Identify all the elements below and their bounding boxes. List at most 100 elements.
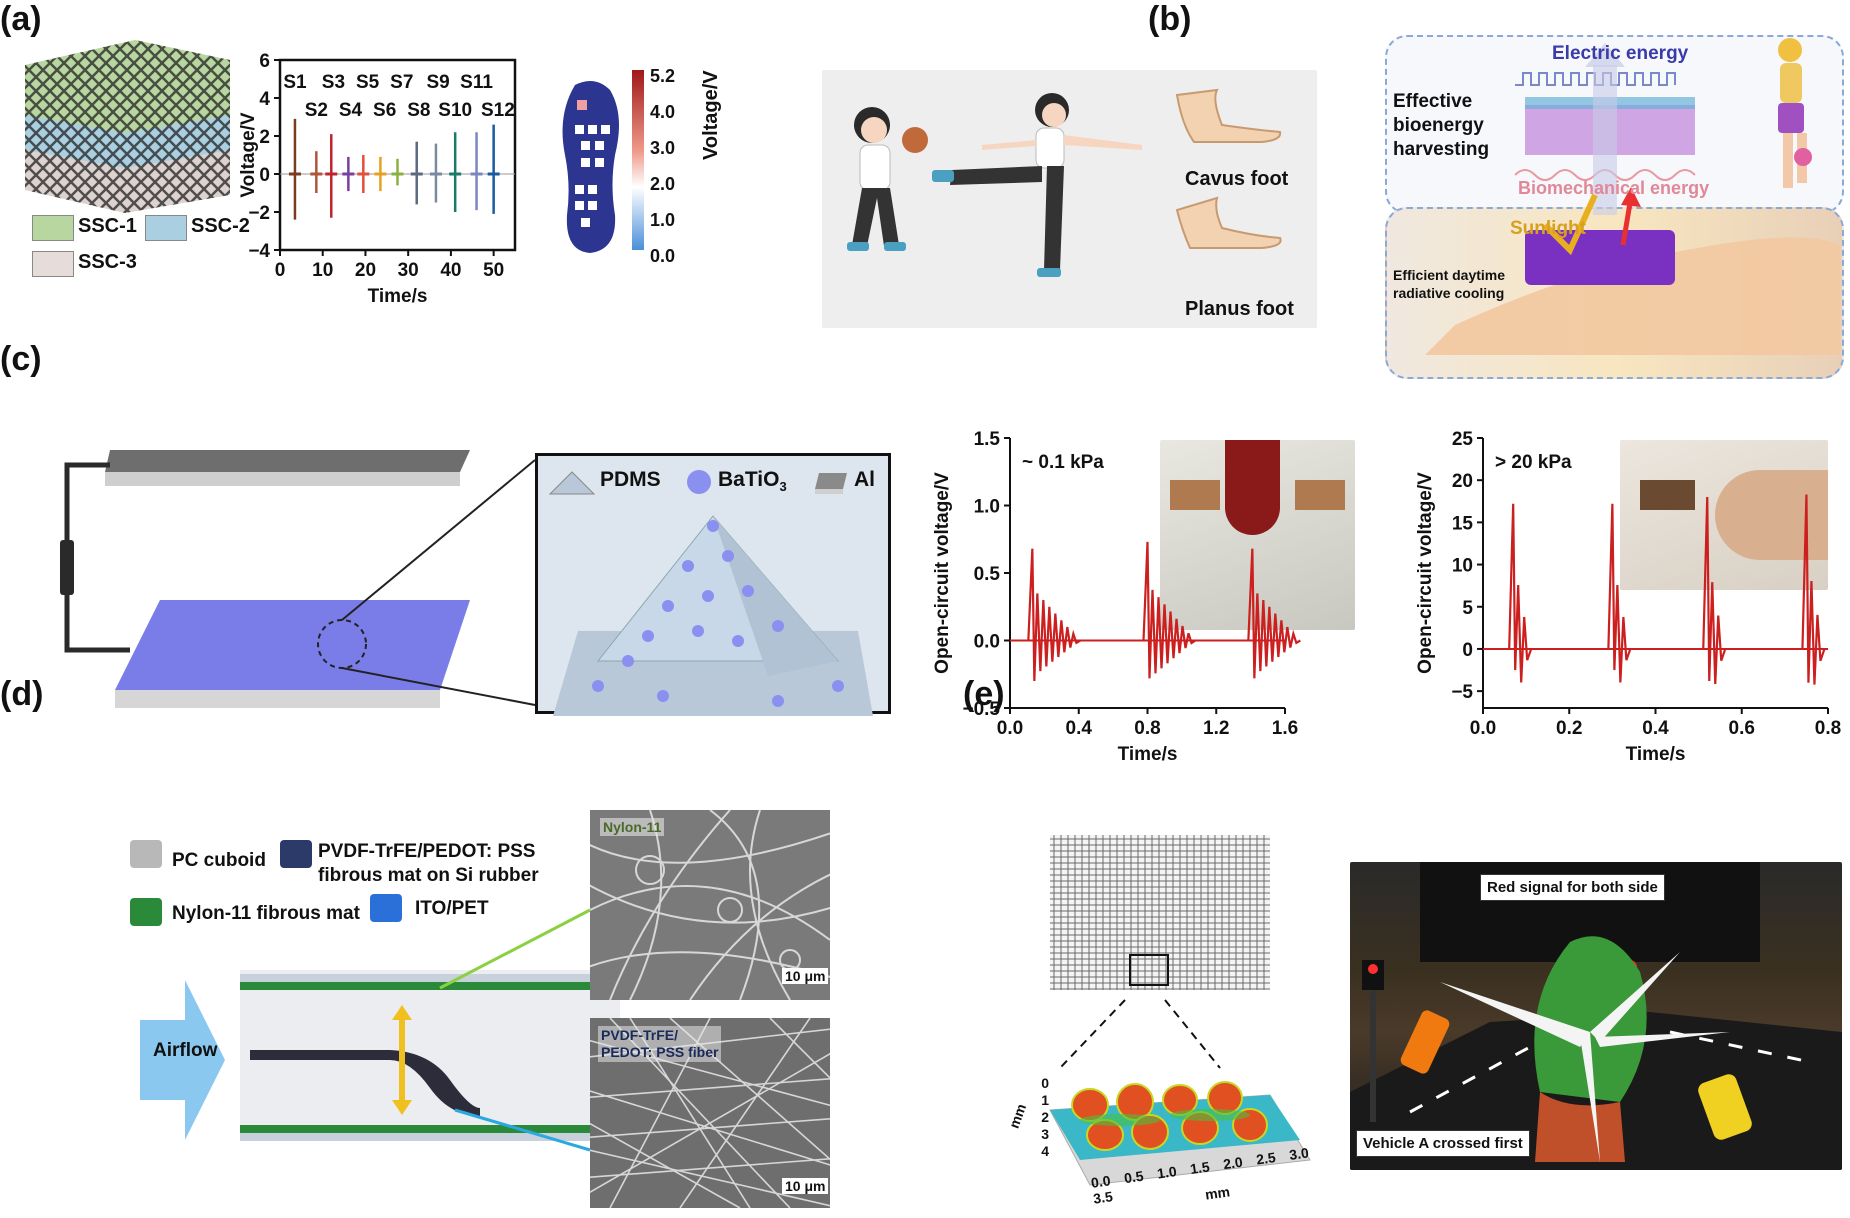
voltage-pulse [1607,503,1632,683]
insole-illustration [562,81,619,253]
lattice-cube-illustration [25,40,230,213]
high-pressure-photo [1620,440,1828,590]
plot-frame [278,58,517,252]
y-tick-label: 0.5 [974,564,1001,585]
sensor-label-s2: S2 [305,100,328,121]
x-axis-label: Time/s [1118,744,1178,765]
radiative-cooling-label: Efficient daytime radiative cooling [1393,267,1506,301]
nylon-sem-label: Nylon-11 [600,818,665,836]
al-label: Al [854,468,875,491]
y-tick-label: 10 [1452,556,1473,577]
y-tick-label: 1.5 [974,429,1001,450]
teng-device-schematic [60,450,536,708]
y-tick-label: 0.0 [974,632,1000,653]
y-tick-label: 4 [259,89,270,110]
y-tick-label: 15 [1452,513,1474,534]
surface-3d-plot [1049,999,1311,1186]
pc-cuboid-swatch [130,840,162,868]
sensor-label-s5: S5 [356,72,380,93]
pvdf-label: PVDF-TrFE/PEDOT: PSS fibrous mat on Si r… [318,841,539,886]
x-tick-label: 0 [275,260,286,281]
surface-x-axis-label: mm [1204,1183,1231,1203]
ssc3-swatch [32,251,74,277]
x-axis-label: Time/s [368,286,428,307]
x-tick-label: 0.2 [1556,718,1582,739]
pvdf-swatch [280,840,312,868]
y-tick-label: 5 [1462,598,1473,619]
y-tick-label: 1.0 [974,497,1000,518]
y-tick-label: −4 [248,241,270,262]
x-tick-label: 1.2 [1203,718,1229,739]
y-tick-label: −0.5 [962,699,1000,720]
mesh-grid-image [1050,835,1270,990]
surface-y-ticks: 0 1 2 3 4 [1041,1075,1049,1159]
x-tick-label: 20 [355,260,376,281]
ssc2-swatch [145,215,187,241]
y-tick-label: 20 [1452,471,1473,492]
voltage-pulse [1247,548,1301,679]
x-tick-label: 0.8 [1134,718,1160,739]
x-tick-label: 0.0 [1470,718,1496,739]
colorbar-label: Voltage/V [700,70,722,160]
y-tick-label: −2 [248,203,270,224]
pvdf-sem-label: PVDF-TrFE/ PEDOT: PSS fiber [598,1026,722,1062]
x-tick-label: 30 [398,260,419,281]
vehicle-crossed-caption: Vehicle A crossed first [1356,1130,1530,1157]
x-tick-label: 0.4 [1066,718,1093,739]
energy-diagram [1425,38,1840,355]
y-tick-label: 0 [259,165,270,186]
pyramid-zoom-box: PDMS BaTiO3 Al [535,453,891,716]
x-tick-label: 0.6 [1729,718,1755,739]
sensor-label-s7: S7 [390,72,413,93]
sensor-label-s11: S11 [460,72,493,93]
y-tick-label: 2 [259,127,270,148]
panel-label-c: (c) [0,340,42,378]
ssc1-swatch [32,215,74,241]
voltage-pulse [1702,497,1727,685]
sensor-label-s12: S12 [481,100,515,121]
x-axis-label: Time/s [1626,744,1686,765]
panel-label-e: (e) [963,675,1005,713]
y-axis-label: Voltage/V [238,112,259,197]
sensor-label-s4: S4 [339,100,363,121]
y-axis-label: Open-circuit voltage/V [932,472,953,674]
y-tick-label: 0 [1462,640,1473,661]
ssc1-label: SSC-1 [78,215,137,237]
panel-label-d: (d) [0,675,44,713]
sensor-label-s8: S8 [407,100,430,121]
ssc2-label: SSC-2 [191,215,250,237]
ito-label: ITO/PET [415,898,489,919]
sensor-label-s3: S3 [322,72,345,93]
biomechanical-energy-label: Biomechanical energy [1518,178,1710,198]
athlete-feet-illustration: Cavus foot Planus foot [822,70,1317,328]
pc-cuboid-label: PC cuboid [172,850,266,871]
traffic-scene-photo: Red signal for both side Vehicle A cross… [1350,862,1842,1170]
x-tick-label: 0.8 [1815,718,1841,739]
y-axis-label: Open-circuit voltage/V [1415,472,1436,674]
ito-swatch [370,894,402,922]
panel-label-b: (b) [1148,0,1192,38]
x-tick-label: 0.4 [1642,718,1669,739]
voltage-pulse [1142,541,1197,679]
colorbar [632,70,644,250]
planus-foot-label: Planus foot [1185,298,1294,320]
x-tick-label: 0.0 [997,718,1023,739]
batio3-label: BaTiO3 [718,468,787,495]
x-tick-label: 10 [312,260,333,281]
voltage-pulse [1801,494,1826,685]
pressure-annotation: > 20 kPa [1495,452,1572,473]
y-tick-label: −5 [1451,682,1473,703]
pressure-annotation: ~ 0.1 kPa [1022,452,1104,473]
airflow-label: Airflow [153,1040,218,1061]
voltage-pulse [1027,548,1081,682]
ssc3-label: SSC-3 [78,251,137,273]
electric-energy-label: Electric energy [1552,43,1689,64]
cavus-foot-label: Cavus foot [1185,168,1289,190]
y-tick-label: 6 [259,51,270,72]
sunlight-label: Sunlight [1510,218,1586,239]
voltage-pulse [1508,503,1533,683]
scalebar-bottom: 10 μm [782,1178,829,1194]
red-signal-caption: Red signal for both side [1480,874,1665,901]
